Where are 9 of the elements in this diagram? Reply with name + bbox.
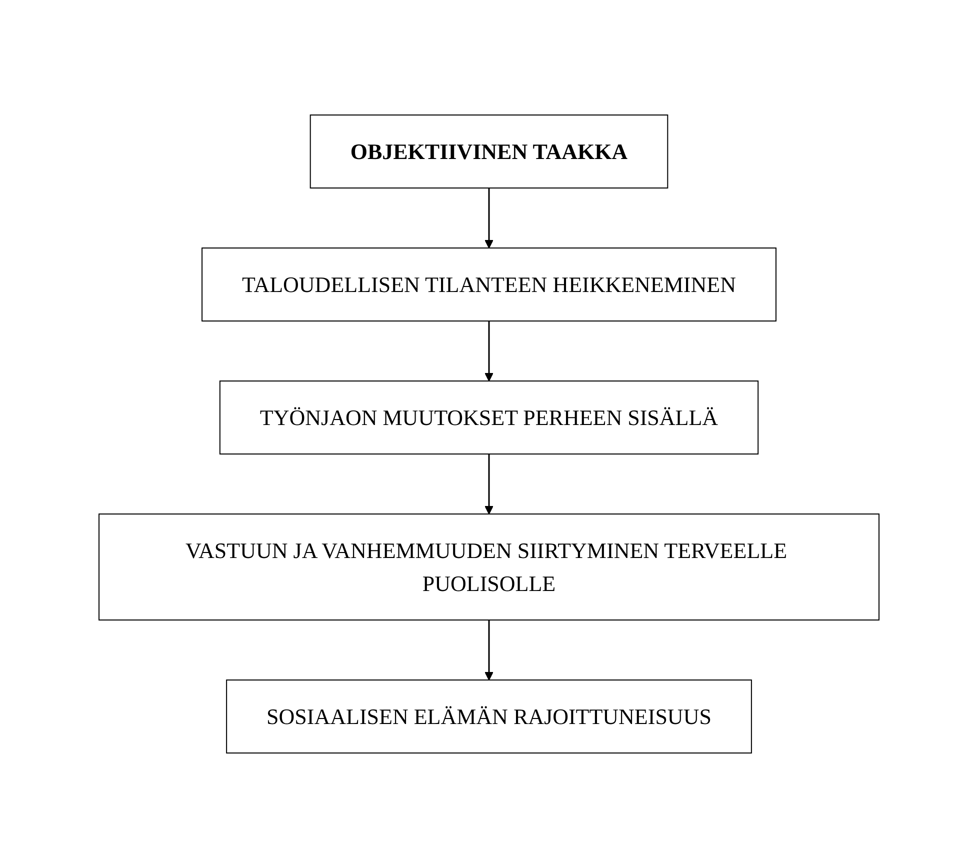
node-box: TALOUDELLISEN TILANTEEN HEIKKENEMINEN [201,247,776,321]
arrow [484,320,493,381]
node-box: SOSIAALISEN ELÄMÄN RAJOITTUNEISUUS [226,679,752,753]
arrow [484,454,493,514]
node-box: VASTUUN JA VANHEMMUUDEN SIIRTYMINEN TERVEELLE PUOLISOLLE [98,513,879,620]
node-box: OBJEKTIIVINEN TAAKKA [309,114,668,188]
node-box: TYÖNJAON MUUTOKSET PERHEEN SISÄLLÄ [218,380,758,454]
arrow [484,620,493,680]
arrow [484,188,493,248]
